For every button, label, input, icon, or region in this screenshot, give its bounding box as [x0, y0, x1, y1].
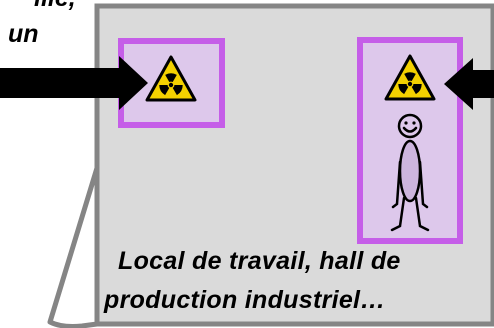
header-text-line-1: ille, — [34, 0, 76, 12]
radiation-hazard-icon — [384, 54, 436, 101]
radiation-hazard-icon — [145, 55, 197, 102]
header-text-line-2: un — [8, 20, 39, 48]
stick-figure-worker-icon — [390, 113, 430, 232]
arrow-left-icon — [444, 58, 494, 110]
door-panel — [47, 165, 100, 328]
arrow-right-icon — [0, 56, 148, 110]
room-caption-line-2: production industriel… — [104, 286, 386, 314]
room-caption-line-1: Local de travail, hall de — [118, 247, 401, 275]
